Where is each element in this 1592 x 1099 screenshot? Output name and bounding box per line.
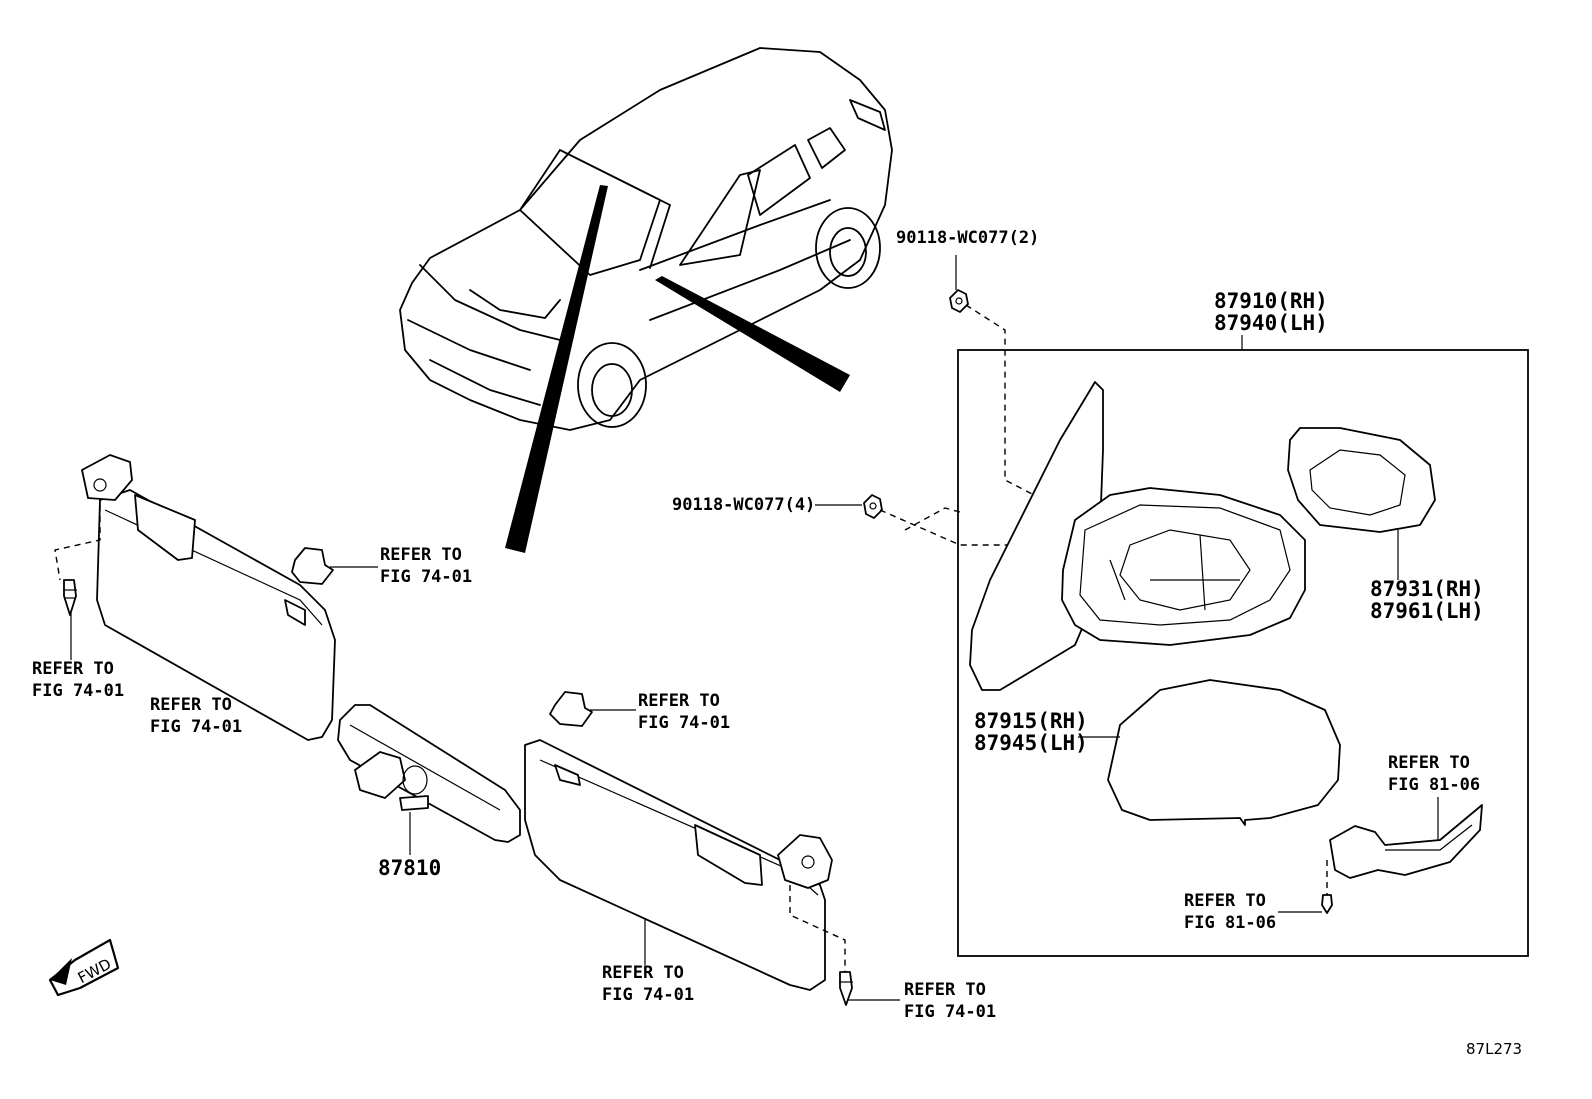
mirror-assy-rh-label: 87910(RH) xyxy=(1214,289,1328,313)
clip-left-ref-2: FIG 74-01 xyxy=(380,567,472,587)
mirror-cover xyxy=(1107,679,1341,826)
vehicle-illustration xyxy=(399,47,893,553)
visor-right-ref-2: FIG 74-01 xyxy=(602,985,694,1005)
mirror-glass-lh-label: 87961(LH) xyxy=(1370,599,1484,623)
visor-right-ref-1: REFER TO xyxy=(602,963,684,983)
clip-left-ref-1: REFER TO xyxy=(380,545,462,565)
signal-screw-ref-1: REFER TO xyxy=(1184,891,1266,911)
mirror-glass xyxy=(1287,427,1436,533)
nut-mid xyxy=(863,494,883,519)
screw-left-ref-1: REFER TO xyxy=(32,659,114,679)
screw-line-right xyxy=(789,885,846,975)
mirror-assy-lh-label: 87940(LH) xyxy=(1214,311,1328,335)
turn-signal-ref-1: REFER TO xyxy=(1388,753,1470,773)
turn-signal-ref-2: FIG 81-06 xyxy=(1388,775,1480,795)
nut-top-label: 90118-WC077(2) xyxy=(896,228,1039,248)
nut-line-top xyxy=(965,304,1041,499)
sun-visor-left xyxy=(81,454,336,741)
nut-mid-label: 90118-WC077(4) xyxy=(672,495,815,515)
screw-right xyxy=(839,971,853,1006)
clip-right-ref-1: REFER TO xyxy=(638,691,720,711)
nut-top xyxy=(949,289,969,313)
mirror-glass-rh-label: 87931(RH) xyxy=(1370,577,1484,601)
mirror-cover-rh-label: 87915(RH) xyxy=(974,709,1088,733)
screw-left-ref-2: FIG 74-01 xyxy=(32,681,124,701)
signal-screw xyxy=(1321,894,1333,914)
visor-left-ref-1: REFER TO xyxy=(150,695,232,715)
screw-right-ref-2: FIG 74-01 xyxy=(904,1002,996,1022)
mirror-assembly-frame xyxy=(957,349,1529,957)
drawing-number: 87L273 xyxy=(1466,1040,1522,1058)
visor-clip-right xyxy=(549,691,593,727)
screw-right-ref-1: REFER TO xyxy=(904,980,986,1000)
visor-left-ref-2: FIG 74-01 xyxy=(150,717,242,737)
inner-mirror-label: 87810 xyxy=(378,856,441,880)
turn-signal-lamp xyxy=(1329,804,1483,879)
sun-visor-right xyxy=(524,739,833,991)
screw-left xyxy=(63,579,77,616)
screw-line-left xyxy=(54,505,101,581)
outer-mirror-housing xyxy=(969,381,1306,691)
clip-right-ref-2: FIG 74-01 xyxy=(638,713,730,733)
inner-mirror xyxy=(337,704,521,843)
signal-screw-ref-2: FIG 81-06 xyxy=(1184,913,1276,933)
mirror-cover-lh-label: 87945(LH) xyxy=(974,731,1088,755)
visor-clip-left xyxy=(291,547,334,585)
fwd-arrow-icon xyxy=(48,938,120,997)
